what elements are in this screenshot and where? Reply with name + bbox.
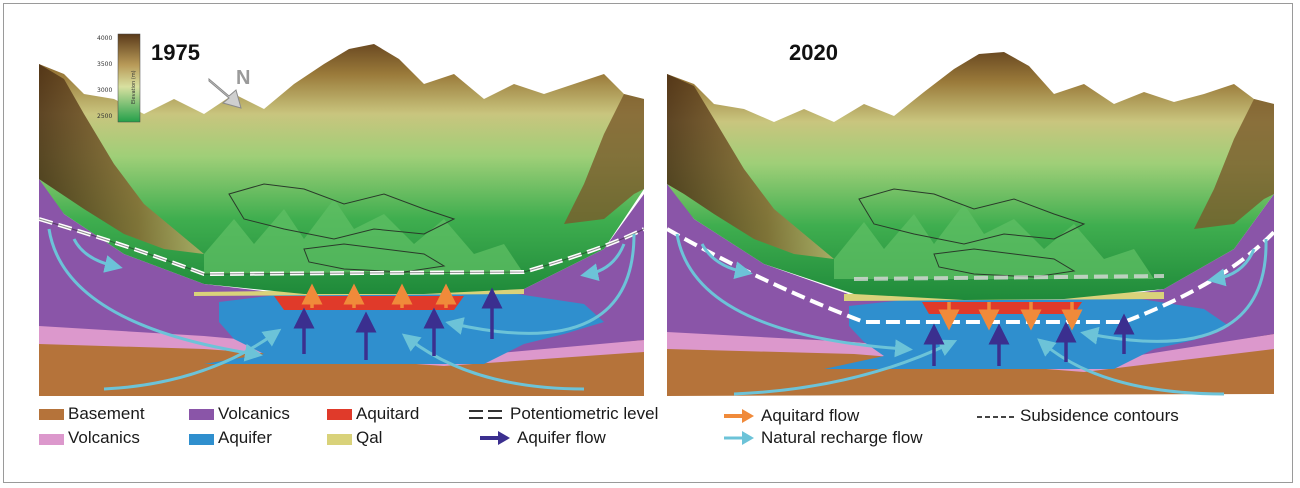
colorbar-tick: 4000: [97, 35, 112, 42]
legend-label-volcanics-purple: Volcanics: [218, 404, 290, 423]
elevation-colorbar: 4000 3500 3000 2500 Elevation (m): [97, 33, 141, 123]
legend-swatch-volcanics-pink: [39, 434, 64, 445]
terrain-1975: [39, 44, 644, 294]
ridge-left: [667, 74, 834, 259]
contour-outline: [303, 243, 446, 273]
legend-recharge-flow-icon: [724, 431, 754, 445]
contour-outline: [933, 248, 1076, 278]
potentiometric-level-2020: [666, 227, 1276, 324]
legend-label-basement: Basement: [68, 404, 145, 423]
potentiometric-level-1975-shadow: [38, 218, 645, 275]
recharge-arrow: [1080, 238, 1268, 345]
legend-swatch-aquitard: [327, 409, 352, 420]
colorbar-tick: 3500: [97, 61, 112, 68]
recharge-arrow: [700, 243, 753, 280]
colorbar-tick: 3000: [97, 87, 112, 94]
figure-frame: 4000 3500 3000 2500 Elevation (m) N: [3, 3, 1293, 483]
contour-outline: [228, 183, 456, 240]
recharge-arrow: [733, 339, 958, 396]
recharge-arrows-2020: [675, 233, 1268, 396]
legend-label-qal: Qal: [356, 428, 383, 447]
legend-label-volcanics-pink: Volcanics: [68, 428, 140, 447]
legend-label-potentiometric: Potentiometric level: [510, 404, 659, 423]
ridge-right: [564, 94, 644, 224]
legend-label-aquitard-flow: Aquitard flow: [761, 406, 860, 425]
recharge-arrow: [72, 238, 123, 273]
colorbar-tick: 2500: [97, 113, 112, 120]
recharge-arrow: [47, 228, 263, 362]
recharge-arrow: [1207, 248, 1256, 287]
colorbar-gradient: [117, 33, 141, 123]
aquitard-layer: [922, 302, 1082, 314]
legend-swatch-volcanics-purple: [189, 409, 214, 420]
north-arrow: N: [208, 67, 250, 109]
recharge-arrow: [1037, 338, 1225, 396]
terrain-surface: [39, 44, 644, 294]
north-arrow-icon: [208, 77, 242, 109]
legend-swatch-qal: [327, 434, 352, 445]
ridge-right: [1194, 99, 1274, 229]
legend-label-aquifer-flow: Aquifer flow: [517, 428, 606, 447]
aquitard-flow-2020: [938, 302, 1083, 331]
inner-peaks: [834, 204, 1154, 279]
inner-peaks: [204, 199, 524, 274]
aquitard-flow-1975: [301, 283, 457, 308]
year-label-1975: 1975: [151, 40, 200, 65]
legend-label-aquitard: Aquitard: [356, 404, 420, 423]
legend-swatch-basement: [39, 409, 64, 420]
aquifer-flow-1975: [293, 287, 503, 360]
legend-aquifer-flow-icon: [480, 431, 510, 445]
legend-label-recharge-flow: Natural recharge flow: [761, 428, 923, 447]
recharge-arrow: [580, 243, 626, 282]
panel-1975: 4000 3500 3000 2500 Elevation (m) N: [38, 33, 645, 396]
legend-swatch-aquifer: [189, 434, 214, 445]
terrain-2020: [667, 52, 1274, 300]
recharge-arrow: [445, 233, 636, 335]
ridge-left: [39, 64, 204, 254]
recharge-arrows-1975: [47, 228, 636, 391]
terrain-surface: [667, 52, 1274, 300]
recharge-arrow: [675, 233, 913, 358]
legend-label-subsidence: Subsidence contours: [1020, 406, 1179, 425]
legend-aquitard-flow-icon: [724, 409, 754, 423]
year-label-2020: 2020: [789, 40, 838, 65]
potentiometric-level-1975-reference: [853, 274, 1165, 281]
north-label: N: [236, 67, 250, 89]
aquifer-flow-2020: [923, 313, 1135, 366]
panel-2020: [666, 52, 1276, 396]
recharge-arrow: [103, 328, 282, 391]
contour-outline: [858, 188, 1086, 245]
legend-label-aquifer: Aquifer: [218, 428, 272, 447]
colorbar-label: Elevation (m): [131, 70, 137, 104]
legend-potentiometric-icon: [469, 410, 502, 419]
recharge-arrow: [401, 333, 585, 391]
legend-subsidence-icon: [977, 416, 1015, 418]
